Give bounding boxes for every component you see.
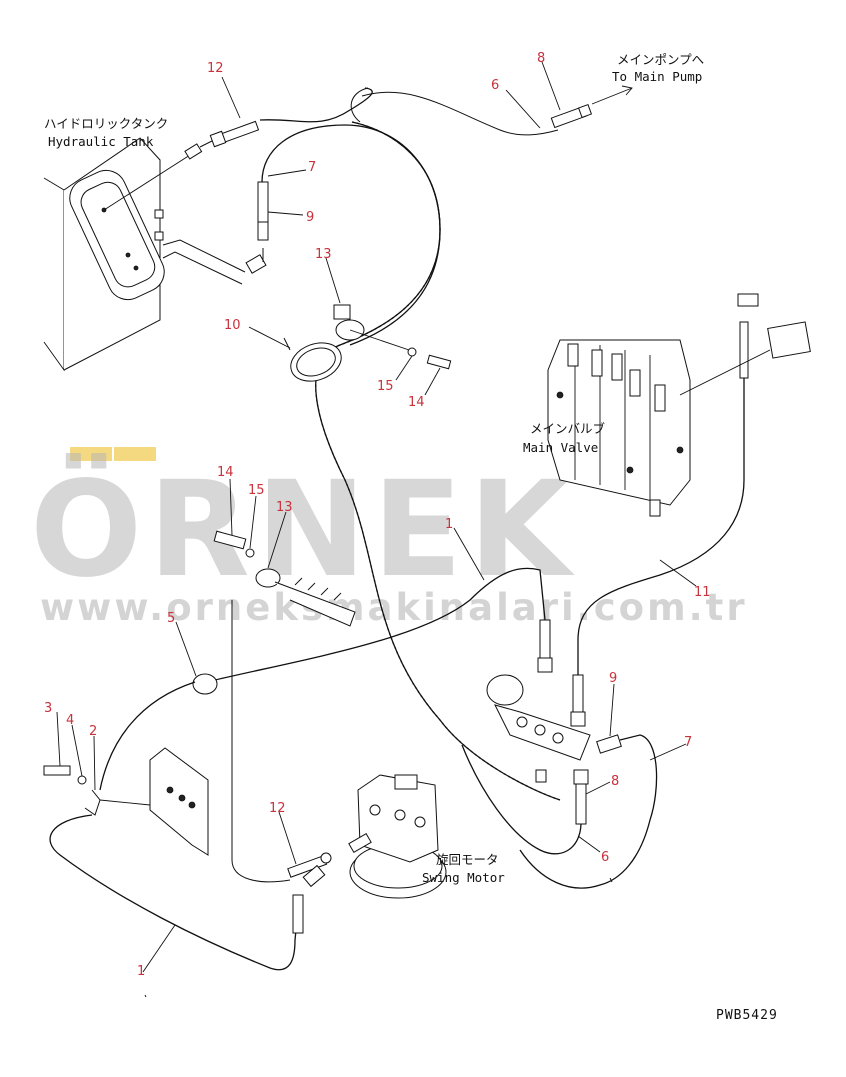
callout-15-mid: 15 — [248, 483, 265, 498]
hose-12-low — [287, 852, 332, 888]
callout-3: 3 — [44, 701, 52, 716]
hose-1-mid — [214, 567, 546, 883]
callout-5: 5 — [167, 611, 175, 626]
callout-7-low: 7 — [684, 735, 692, 750]
leader-lines — [56, 61, 697, 998]
callout-13-mid: 13 — [276, 500, 293, 515]
hose-12-top — [209, 87, 373, 148]
bracket-2 — [43, 747, 209, 856]
callout-9-top: 9 — [306, 210, 314, 225]
callout-13-top: 13 — [315, 247, 332, 262]
clamp-5 — [99, 673, 218, 791]
main-valve-label-jp: メインバルブ — [530, 421, 606, 436]
hose-1-spiral — [315, 87, 561, 801]
callouts: 12 8 6 7 9 13 10 15 14 14 15 13 1 11 5 9… — [44, 51, 711, 979]
drawing-code: PWB5429 — [716, 1008, 778, 1023]
hydraulic-tank — [43, 137, 165, 372]
callout-2: 2 — [89, 724, 97, 739]
callout-11: 11 — [694, 585, 711, 600]
callout-7-top: 7 — [308, 160, 316, 175]
hose-1-low — [49, 814, 304, 971]
pump-connector-8 — [550, 85, 633, 129]
hydraulic-tank-label-en: Hydraulic Tank — [48, 134, 154, 149]
clamp-13-mid — [213, 530, 356, 627]
main-pump-label-en: To Main Pump — [612, 69, 702, 84]
main-pump-label-jp: メインポンプへ — [617, 52, 704, 67]
hose-7-9-low — [519, 734, 658, 889]
swing-motor-label-en: Swing Motor — [422, 870, 505, 885]
callout-1-mid: 1 — [445, 517, 453, 532]
callout-10: 10 — [224, 318, 241, 333]
callout-12-top: 12 — [207, 61, 224, 76]
clamp-13-top — [333, 304, 452, 370]
watermark-umlaut-left — [70, 447, 112, 461]
watermark-url: www.orneksmakinalari.com.tr — [40, 586, 748, 629]
callout-4: 4 — [66, 713, 74, 728]
callout-15-top: 15 — [377, 379, 394, 394]
swing-motor — [348, 774, 447, 899]
swing-valve-block — [486, 619, 591, 783]
callout-6-low: 6 — [601, 850, 609, 865]
hose-11 — [577, 293, 811, 675]
ring-10 — [283, 337, 342, 382]
watermark: ÖRNEK www.orneksmakinalari.com.tr — [30, 447, 748, 629]
hydraulic-tank-label-jp: ハイドロリックタンク — [44, 116, 168, 131]
main-valve-label-en: Main Valve — [523, 440, 598, 455]
tank-fittings — [103, 139, 267, 285]
callout-1-low: 1 — [137, 964, 145, 979]
watermark-brand: ÖRNEK — [30, 453, 577, 607]
callout-9-low: 9 — [609, 671, 617, 686]
main-valve — [547, 339, 691, 517]
callout-8-top: 8 — [537, 51, 545, 66]
callout-12-low: 12 — [269, 801, 286, 816]
callout-14-top: 14 — [408, 395, 425, 410]
callout-14-mid: 14 — [217, 465, 234, 480]
hose-6-8-low — [461, 744, 613, 883]
callout-6-top: 6 — [491, 78, 499, 93]
watermark-umlaut-right — [114, 447, 156, 461]
callout-8-low: 8 — [611, 774, 619, 789]
swing-motor-label-jp: 旋回モータ — [436, 852, 499, 867]
